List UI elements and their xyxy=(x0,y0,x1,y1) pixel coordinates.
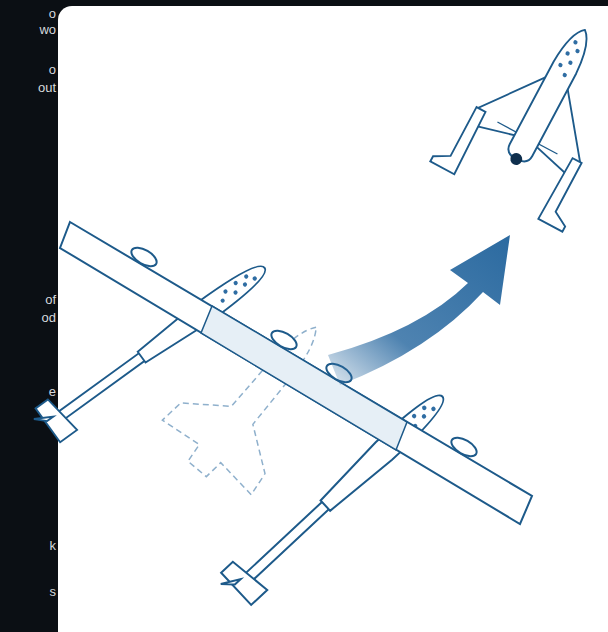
spaceship xyxy=(430,0,608,232)
carrier-wing xyxy=(60,222,532,524)
side-text: out xyxy=(38,80,56,95)
panel xyxy=(58,6,608,632)
engine-pods xyxy=(128,244,479,460)
side-text: o xyxy=(49,6,56,21)
side-text: od xyxy=(42,310,56,325)
release-arrow xyxy=(328,235,510,385)
side-text: s xyxy=(50,584,57,599)
side-text: k xyxy=(50,538,57,553)
side-text: of xyxy=(45,292,56,307)
side-text: wo xyxy=(39,22,56,37)
side-text: o xyxy=(49,62,56,77)
wing-center-section xyxy=(201,306,407,450)
side-text: e xyxy=(49,384,56,399)
